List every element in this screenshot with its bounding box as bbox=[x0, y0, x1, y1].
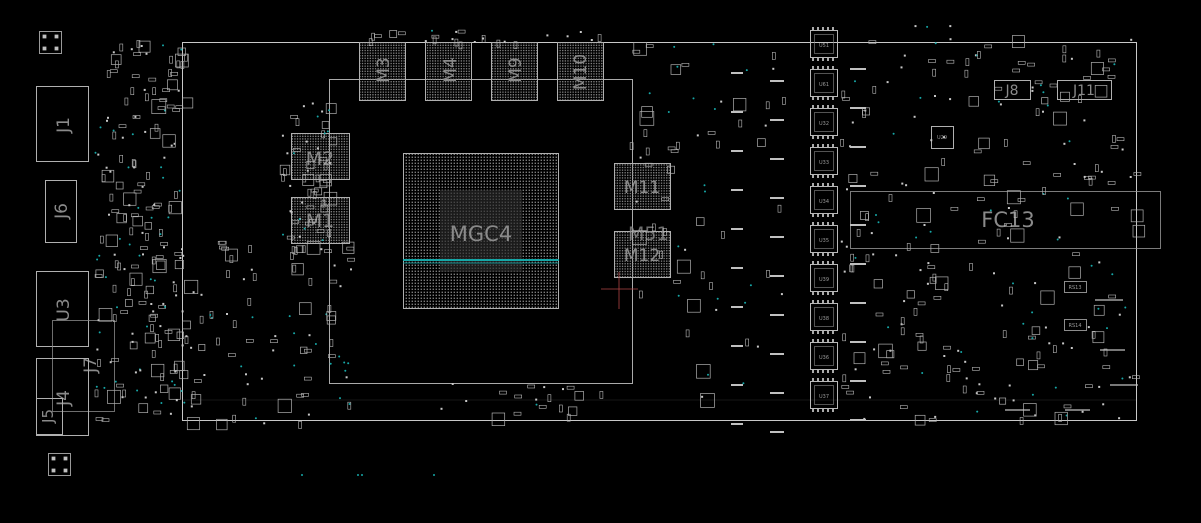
region-fc13[interactable]: FC13 bbox=[850, 191, 1161, 249]
ghost-label-m51: M51 bbox=[628, 223, 669, 245]
memory-chip-m1[interactable]: M1 bbox=[291, 197, 350, 244]
memory-label-m11: M11 bbox=[624, 178, 660, 198]
connector-j4[interactable]: J4 bbox=[36, 358, 89, 436]
chip-u33[interactable]: U33 bbox=[810, 144, 838, 178]
memory-label-m9: M9 bbox=[506, 57, 526, 82]
chip-label-u32: U32 bbox=[819, 121, 829, 127]
chip-u61[interactable]: U61 bbox=[810, 66, 838, 100]
connector-j7[interactable]: J7 bbox=[52, 320, 115, 412]
memory-label-m12: M12 bbox=[624, 246, 660, 266]
chip-u29[interactable]: U29 bbox=[931, 126, 954, 149]
chip-u39[interactable]: U39 bbox=[810, 261, 838, 295]
chip-u32[interactable]: U32 bbox=[810, 105, 838, 139]
chip-label-u29: U29 bbox=[937, 135, 947, 141]
memory-chip-m4[interactable]: M4 bbox=[425, 42, 472, 101]
connector-j5[interactable]: J5 bbox=[36, 398, 63, 435]
chip-u38[interactable]: U38 bbox=[810, 300, 838, 334]
memory-chip-m12[interactable]: M12 bbox=[614, 231, 671, 278]
connector-j11[interactable]: J11 bbox=[1057, 80, 1112, 100]
mounting-pad-top bbox=[39, 31, 62, 54]
memory-chip-m10[interactable]: M10 bbox=[557, 42, 604, 101]
chip-label-u38: U38 bbox=[819, 316, 829, 322]
connector-u3[interactable]: U3 bbox=[36, 271, 89, 347]
memory-label-m1: M1 bbox=[306, 210, 334, 232]
connector-label-j8: J8 bbox=[1004, 83, 1018, 99]
gpu-chip[interactable]: MGC4 bbox=[403, 153, 559, 309]
connector-label-j7: J7 bbox=[81, 357, 101, 374]
connector-label-j6: J6 bbox=[52, 203, 72, 220]
mounting-pad-bottom bbox=[48, 453, 71, 476]
chip-label-u39: U39 bbox=[819, 277, 829, 283]
resistor-label-rs14: RS14 bbox=[1068, 323, 1081, 329]
connector-label-j4: J4 bbox=[54, 390, 74, 407]
memory-label-m3: M3 bbox=[374, 57, 394, 82]
chip-label-u34: U34 bbox=[819, 199, 829, 205]
memory-label-m10: M10 bbox=[571, 54, 591, 90]
chip-label-u35: U35 bbox=[819, 238, 829, 244]
small-components bbox=[94, 25, 1146, 476]
chip-label-u51: U51 bbox=[819, 43, 829, 49]
chip-u34[interactable]: U34 bbox=[810, 183, 838, 217]
chip-label-u37: U37 bbox=[819, 394, 829, 400]
resistor-label-rs13: RS13 bbox=[1068, 285, 1081, 291]
connector-label-j1: J1 bbox=[54, 117, 74, 134]
chip-label-u36: U36 bbox=[819, 355, 829, 361]
chip-u36[interactable]: U36 bbox=[810, 339, 838, 373]
resistor-rs13[interactable]: RS13 bbox=[1064, 281, 1087, 293]
chip-u51[interactable]: U51 bbox=[810, 27, 838, 61]
chip-u35[interactable]: U35 bbox=[810, 222, 838, 256]
board-outline bbox=[182, 42, 1137, 421]
connector-label-j11: J11 bbox=[1072, 83, 1095, 99]
memory-chip-m3[interactable]: M3 bbox=[359, 42, 406, 101]
memory-label-m4: M4 bbox=[441, 57, 461, 82]
connector-j6[interactable]: J6 bbox=[45, 180, 77, 243]
chip-u37[interactable]: U37 bbox=[810, 378, 838, 412]
memory-chip-m2[interactable]: M2 bbox=[291, 133, 350, 180]
memory-chip-m11[interactable]: M11 bbox=[614, 163, 671, 210]
cursor-crosshair bbox=[601, 272, 638, 309]
gpu-label: MGC4 bbox=[450, 222, 512, 246]
connector-label-j5: J5 bbox=[39, 409, 57, 424]
chip-label-u61: U61 bbox=[819, 82, 829, 88]
connector-label-u3: U3 bbox=[54, 298, 74, 321]
memory-chip-m9[interactable]: M9 bbox=[491, 42, 538, 101]
chip-label-u33: U33 bbox=[819, 160, 829, 166]
region-label-fc13: FC13 bbox=[981, 208, 1034, 232]
connector-j1[interactable]: J1 bbox=[36, 86, 89, 162]
resistor-rs14[interactable]: RS14 bbox=[1064, 319, 1087, 331]
